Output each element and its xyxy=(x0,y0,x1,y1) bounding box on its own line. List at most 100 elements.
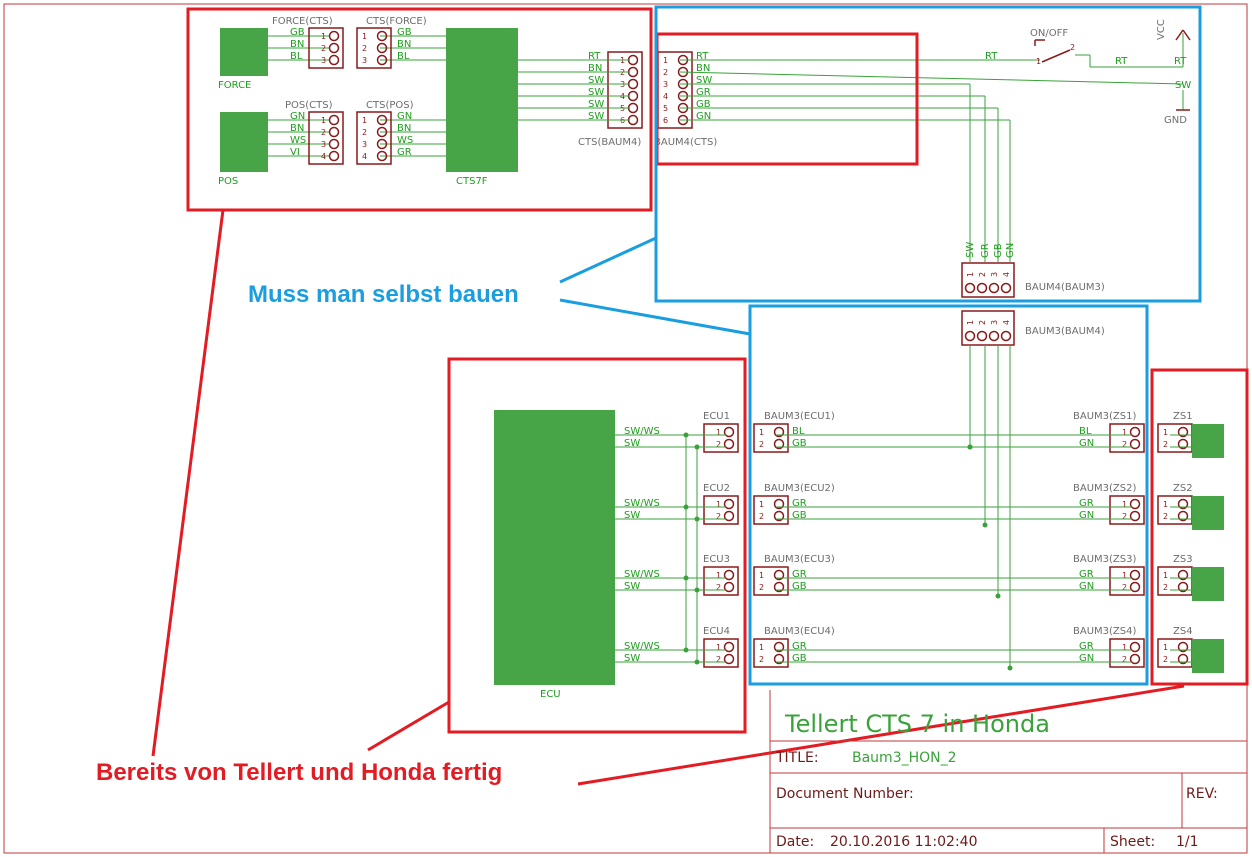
zs-plug-block[interactable] xyxy=(1192,567,1224,601)
wire-label-vertical: SW xyxy=(965,242,976,258)
baum4-baum3-connector-pin xyxy=(976,282,988,294)
baum3-ecu-connector[interactable]: 12 xyxy=(753,495,789,525)
baum3-ecu-connector-pin-number: 2 xyxy=(759,512,764,521)
ecu-connector[interactable]: 12 xyxy=(703,638,739,668)
wire-label-baum4-out: GR xyxy=(696,87,711,98)
force-block[interactable] xyxy=(220,28,268,76)
baum3-zs-label: BAUM3(ZS4) xyxy=(1073,626,1136,637)
baum3-ecu-label: BAUM3(ECU1) xyxy=(764,411,835,422)
wire-label-baum3-ecu-b: GB xyxy=(792,438,807,449)
zs-plug-block[interactable] xyxy=(1192,424,1224,458)
wire-label-baum3-zs-b: GN xyxy=(1079,653,1094,664)
force-cts-connector-pin-number: 3 xyxy=(321,56,326,65)
switch-pin2: 2 xyxy=(1070,43,1075,52)
baum4-baum3-connector-pin-number: 4 xyxy=(1002,272,1011,277)
ecu-connector[interactable]: 12 xyxy=(703,423,739,453)
force-label: FORCE xyxy=(218,80,251,91)
baum3-zs-connector-pin xyxy=(1129,581,1141,593)
gnd-label: GND xyxy=(1164,115,1187,126)
baum3-zs-connector-pin-number: 1 xyxy=(1122,500,1127,509)
switch-contact[interactable] xyxy=(1041,49,1071,63)
cts-force-connector-pin xyxy=(376,30,388,42)
zs-connector-pin xyxy=(1177,581,1189,593)
title-label: TITLE: xyxy=(775,750,819,766)
ready-annotation: Bereits von Tellert und Honda fertig xyxy=(96,759,502,786)
cts-pos-connector-pin xyxy=(376,126,388,138)
pos-cts-connector-pin xyxy=(328,150,340,162)
ecu-connector[interactable]: 12 xyxy=(703,495,739,525)
wire-label-baum3-zs-a: GR xyxy=(1079,641,1094,652)
cts-pos-connector-pin-number: 4 xyxy=(362,152,367,161)
cts7f-block[interactable] xyxy=(446,28,518,172)
highlight-boxes xyxy=(186,5,1249,734)
zs-connector-pin-number: 2 xyxy=(1163,440,1168,449)
wire-label-baum3-zs-a: GR xyxy=(1079,569,1094,580)
pos-cts-connector-body xyxy=(308,111,344,165)
wire-label-pos: GN xyxy=(290,111,305,122)
ecu-connector-label: ECU2 xyxy=(703,483,730,494)
force-cts-connector[interactable]: 123 xyxy=(308,27,344,69)
zs-connector-pin-number: 2 xyxy=(1163,655,1168,664)
zs-plug-block[interactable] xyxy=(1192,496,1224,530)
baum3-ecu-connector[interactable]: 12 xyxy=(753,423,789,453)
zs-connector[interactable]: 12 xyxy=(1157,495,1193,525)
cts-pos-connector-pin-number: 1 xyxy=(362,116,367,125)
baum4-cts-connector-pin-number: 5 xyxy=(663,104,668,113)
zs-connector[interactable]: 12 xyxy=(1157,638,1193,668)
zs-connector-pin xyxy=(1177,438,1189,450)
wire-label-cts-out: SW xyxy=(588,111,604,122)
baum3-ecu-connector[interactable]: 12 xyxy=(753,566,789,596)
baum3-baum4-label: BAUM3(BAUM4) xyxy=(1025,326,1105,337)
switch-label: ON/OFF xyxy=(1030,28,1068,39)
force-cts-connector-pin-number: 1 xyxy=(321,32,326,41)
wire-label-baum4-out: GN xyxy=(696,111,711,122)
baum3-ecu-connector-pin xyxy=(773,653,785,665)
baum3-zs-label: BAUM3(ZS2) xyxy=(1073,483,1136,494)
wire-label-baum3-ecu-a: BL xyxy=(792,426,805,437)
baum3-baum4-connector-pin-number: 3 xyxy=(990,320,999,325)
title-block: Tellert CTS 7 in Honda TITLE: Baum3_HON_… xyxy=(769,690,1247,853)
ecu-connector-pin-number: 2 xyxy=(716,583,721,592)
baum3-ecu-connector-pin-number: 2 xyxy=(759,655,764,664)
wire-label-pos-right: WS xyxy=(397,135,413,146)
baum3-baum4-connector-body xyxy=(961,310,1015,346)
baum3-zs-connector[interactable]: 12 xyxy=(1109,423,1145,453)
pos-block[interactable] xyxy=(220,112,268,172)
cts-force-connector[interactable]: 123 xyxy=(356,27,392,69)
baum3-ecu-connector[interactable]: 12 xyxy=(753,638,789,668)
wire-label-force: GB xyxy=(290,27,305,38)
zs-connector[interactable]: 12 xyxy=(1157,566,1193,596)
wire-label-vertical: GR xyxy=(980,243,991,258)
baum3-zs-connector[interactable]: 12 xyxy=(1109,638,1145,668)
zs-connector-pin-number: 2 xyxy=(1163,512,1168,521)
wire-label-ecu-sw: SW xyxy=(624,510,640,521)
ecu-connector-label: ECU3 xyxy=(703,554,730,565)
document-number-label: Document Number: xyxy=(776,786,914,802)
pos-cts-connector-pin xyxy=(328,114,340,126)
ecu-block[interactable] xyxy=(494,410,615,685)
switch-pin1: 1 xyxy=(1036,57,1041,66)
baum3-zs-connector[interactable]: 12 xyxy=(1109,495,1145,525)
pos-cts-connector-label: POS(CTS) xyxy=(285,100,333,111)
wire-label-pos: VI xyxy=(290,147,300,158)
zs-plug-block[interactable] xyxy=(1192,639,1224,673)
wire-label-pos-right: GR xyxy=(397,147,412,158)
baum3-zs-connector[interactable]: 12 xyxy=(1109,566,1145,596)
baum4-cts-connector-pin-number: 2 xyxy=(663,68,668,77)
wire-label-baum3-ecu-a: GR xyxy=(792,641,807,652)
baum4-baum3-connector-pin xyxy=(964,282,976,294)
baum4-baum3-connector-pin-number: 3 xyxy=(990,272,999,277)
wire-bn xyxy=(679,71,1184,85)
zs-connector-pin-number: 1 xyxy=(1163,571,1168,580)
ecu-connector[interactable]: 12 xyxy=(703,566,739,596)
wire-label-vertical: GB xyxy=(993,243,1004,258)
cts-pos-connector-body xyxy=(356,111,392,165)
zs-connector[interactable]: 12 xyxy=(1157,423,1193,453)
